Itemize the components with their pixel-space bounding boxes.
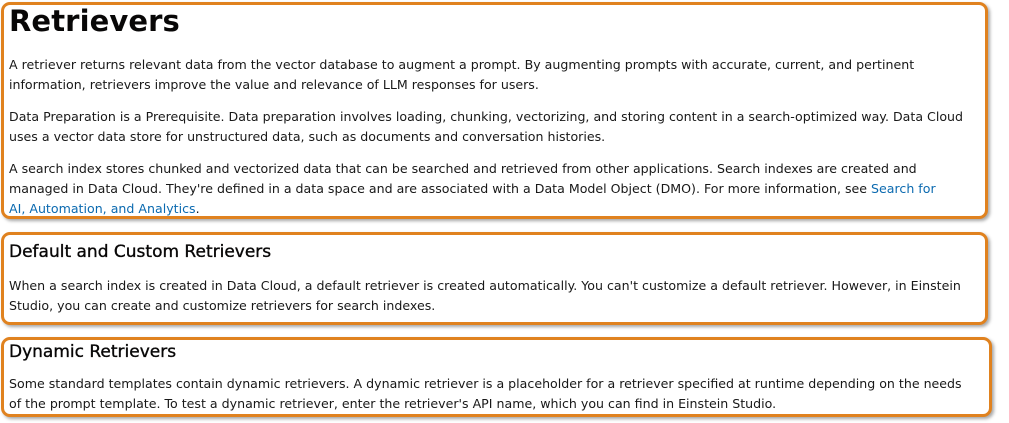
paragraph-line: A search index stores chunked and vector… <box>9 161 917 176</box>
paragraph-end-period: . <box>195 201 200 216</box>
paragraph-line: Studio, you can create and customize ret… <box>9 298 436 313</box>
paragraph-line: uses a vector data store for unstructure… <box>9 129 606 144</box>
default-custom-retrievers-section: Default and Custom Retrievers When a sea… <box>1 232 988 325</box>
search-for-ai-link-start[interactable]: Search for <box>871 181 936 196</box>
paragraph-line: A retriever returns relevant data from t… <box>9 57 915 72</box>
paragraph-line: Some standard templates contain dynamic … <box>9 376 962 391</box>
search-for-ai-link-end[interactable]: AI, Automation, and Analytics <box>9 201 196 216</box>
paragraph-line: AI, Automation, and Analytics. <box>9 199 200 219</box>
section-heading: Dynamic Retrievers <box>9 342 177 362</box>
paragraph-line: When a search index is created in Data C… <box>9 278 961 293</box>
paragraph-text: managed in Data Cloud. They're defined i… <box>9 181 872 196</box>
section-heading: Default and Custom Retrievers <box>9 242 272 262</box>
retrievers-section: Retrievers A retriever returns relevant … <box>1 2 988 219</box>
page-title: Retrievers <box>9 4 180 38</box>
paragraph-line: managed in Data Cloud. They're defined i… <box>9 179 936 199</box>
paragraph-line: of the prompt template. To test a dynami… <box>9 396 777 411</box>
paragraph-line: Data Preparation is a Prerequisite. Data… <box>9 109 964 124</box>
paragraph-line: information, retrievers improve the valu… <box>9 77 539 92</box>
dynamic-retrievers-section: Dynamic Retrievers Some standard templat… <box>1 337 992 417</box>
